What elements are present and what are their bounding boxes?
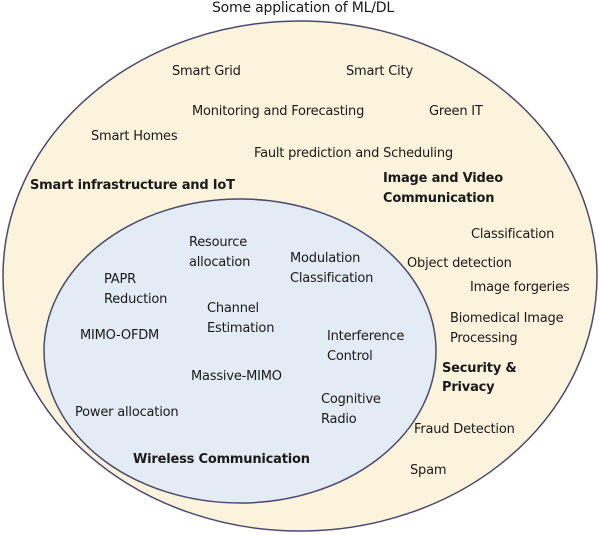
label-monitoring-forecasting: Monitoring and Forecasting	[192, 104, 365, 119]
label-massive-mimo: Massive-MIMO	[191, 369, 282, 384]
label-green-it: Green IT	[429, 104, 483, 119]
label-channel-line2: Estimation	[207, 321, 275, 336]
label-papr-line1: PAPR	[104, 272, 136, 287]
header-security-line2: Privacy	[442, 380, 495, 395]
label-cognitive-line2: Radio	[321, 412, 357, 427]
label-cognitive-line1: Cognitive	[321, 392, 381, 407]
label-power-allocation: Power allocation	[75, 405, 179, 420]
header-wireless-communication: Wireless Communication	[133, 452, 310, 467]
header-smart-infrastructure-iot: Smart infrastructure and IoT	[30, 178, 235, 193]
label-channel-line1: Channel	[207, 301, 259, 316]
label-image-forgeries: Image forgeries	[470, 280, 570, 295]
label-papr-line2: Reduction	[104, 292, 168, 307]
label-interference-line1: Interference	[327, 329, 405, 344]
header-image-video-line2: Communication	[383, 191, 495, 206]
label-object-detection: Object detection	[407, 256, 512, 271]
label-mimo-ofdm: MIMO-OFDM	[80, 328, 160, 343]
label-biomedical-line1: Biomedical Image	[450, 311, 564, 326]
label-spam: Spam	[410, 463, 447, 478]
label-smart-homes: Smart Homes	[91, 129, 178, 144]
label-fault-prediction: Fault prediction and Scheduling	[254, 146, 453, 161]
label-classification: Classification	[471, 227, 555, 242]
inner-ellipse-wireless-communication	[43, 198, 437, 504]
label-resource-line1: Resource	[189, 235, 248, 250]
label-biomedical-line2: Processing	[450, 331, 518, 346]
label-fraud-detection: Fraud Detection	[414, 422, 515, 437]
label-modulation-line2: Classification	[290, 271, 374, 286]
diagram-title: Some application of ML/DL	[212, 0, 394, 16]
label-smart-city: Smart City	[346, 64, 413, 79]
label-resource-line2: allocation	[189, 255, 251, 270]
label-smart-grid: Smart Grid	[172, 64, 241, 79]
header-image-video-line1: Image and Video	[383, 171, 504, 186]
label-interference-line2: Control	[327, 349, 373, 364]
header-security-line1: Security &	[442, 361, 517, 376]
label-modulation-line1: Modulation	[290, 251, 361, 266]
